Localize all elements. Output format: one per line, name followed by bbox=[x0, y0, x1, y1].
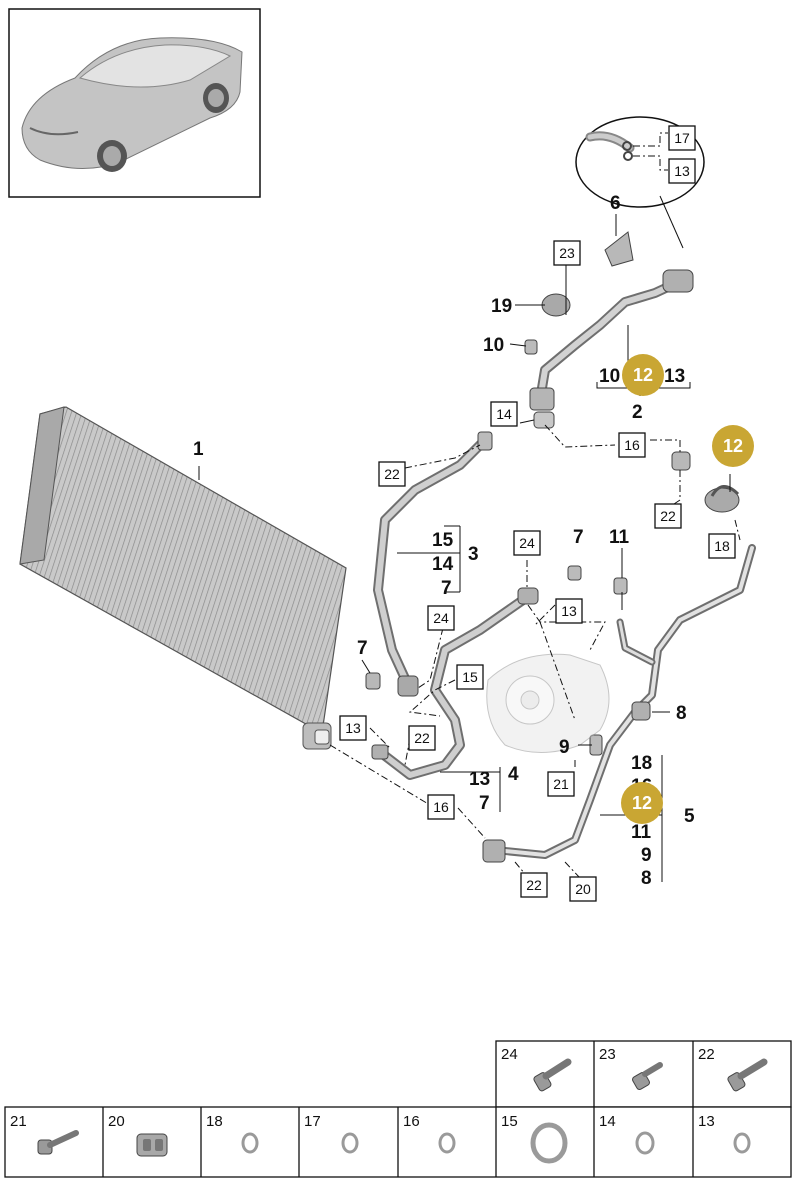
parts-cell-label: 22 bbox=[698, 1046, 715, 1063]
boxed-ref-13[interactable]: 13 bbox=[668, 158, 696, 184]
fittings bbox=[365, 231, 740, 863]
o-ring-icon bbox=[733, 1132, 751, 1154]
overview-box bbox=[8, 8, 261, 198]
boxed-ref-14[interactable]: 14 bbox=[490, 401, 518, 427]
parts-table: 24 23 22 21 20 18 17 16 15 14 13 bbox=[4, 1040, 792, 1178]
condenser bbox=[19, 406, 347, 750]
callout-5: 5 bbox=[684, 806, 695, 827]
group-5-item: 18 bbox=[631, 753, 652, 774]
parts-cell-label: 13 bbox=[698, 1113, 715, 1130]
group-4-item: 7 bbox=[479, 793, 490, 814]
boxed-ref-22[interactable]: 22 bbox=[520, 872, 548, 898]
long-bolt-icon bbox=[37, 1130, 79, 1155]
leader-lines bbox=[198, 214, 741, 882]
parts-cell-label: 23 bbox=[599, 1046, 616, 1063]
large-o-ring-icon bbox=[530, 1122, 568, 1164]
group-2-item: 10 bbox=[599, 366, 620, 387]
callout-6: 6 bbox=[610, 193, 621, 214]
boxed-ref-24[interactable]: 24 bbox=[513, 530, 541, 556]
group-3-item: 14 bbox=[432, 554, 454, 575]
group-4-item: 13 bbox=[469, 769, 490, 790]
short-bolt-icon bbox=[632, 1062, 663, 1090]
clip-icon bbox=[136, 1133, 168, 1157]
boxed-ref-22[interactable]: 22 bbox=[408, 725, 436, 751]
parts-cell-label: 14 bbox=[599, 1113, 616, 1130]
parts-cell-label: 17 bbox=[304, 1113, 321, 1130]
group-2-item: 13 bbox=[664, 366, 685, 387]
boxed-ref-label: 14 bbox=[496, 406, 512, 422]
boxed-ref-label: 16 bbox=[433, 799, 449, 815]
callout-19: 19 bbox=[491, 296, 512, 317]
boxed-ref-label: 13 bbox=[345, 720, 361, 736]
parts-cell-label: 18 bbox=[206, 1113, 223, 1130]
o-ring-icon bbox=[438, 1132, 456, 1154]
boxed-ref-label: 22 bbox=[526, 877, 542, 893]
boxed-ref-22[interactable]: 22 bbox=[378, 461, 406, 487]
o-ring-icon bbox=[635, 1131, 655, 1155]
highlight-12-group2[interactable]: 12 bbox=[622, 354, 664, 396]
callout-9: 9 bbox=[559, 737, 570, 758]
boxed-ref-22[interactable]: 22 bbox=[654, 503, 682, 529]
highlight-callouts: 12 12 12 bbox=[621, 354, 754, 824]
o-ring-icon bbox=[241, 1132, 259, 1154]
parts-cell-label: 21 bbox=[10, 1113, 27, 1130]
boxed-ref-13[interactable]: 13 bbox=[555, 598, 583, 624]
svg-text:12: 12 bbox=[723, 436, 743, 456]
parts-cell-label: 16 bbox=[403, 1113, 420, 1130]
callout-8: 8 bbox=[676, 703, 687, 724]
callout-11: 11 bbox=[609, 527, 630, 548]
boxed-ref-label: 21 bbox=[553, 776, 569, 792]
callout-10: 10 bbox=[483, 335, 504, 356]
parts-cell-label: 24 bbox=[501, 1046, 518, 1063]
parts-cell-label: 15 bbox=[501, 1113, 518, 1130]
boxed-ref-18[interactable]: 18 bbox=[708, 533, 736, 559]
boxed-ref-20[interactable]: 20 bbox=[569, 876, 597, 902]
boxed-ref-label: 17 bbox=[674, 130, 690, 146]
boxed-ref-label: 22 bbox=[384, 466, 400, 482]
boxed-ref-16[interactable]: 16 bbox=[618, 432, 646, 458]
boxed-ref-label: 23 bbox=[559, 245, 575, 261]
boxed-ref-15[interactable]: 15 bbox=[456, 664, 484, 690]
highlight-12-group5[interactable]: 12 bbox=[621, 782, 663, 824]
group-5-item: 9 bbox=[641, 845, 652, 866]
boxed-ref-label: 13 bbox=[561, 603, 577, 619]
bolt-icon bbox=[533, 1058, 572, 1092]
boxed-ref-23[interactable]: 23 bbox=[553, 240, 581, 266]
boxed-ref-label: 22 bbox=[414, 730, 430, 746]
compressor bbox=[486, 653, 610, 753]
boxed-ref-16[interactable]: 16 bbox=[427, 794, 455, 820]
callout-7-top: 7 bbox=[573, 527, 584, 548]
boxed-ref-13[interactable]: 13 bbox=[339, 715, 367, 741]
highlight-12-pressure-sensor[interactable]: 12 bbox=[712, 425, 754, 467]
callout-3: 3 bbox=[468, 544, 479, 565]
svg-text:12: 12 bbox=[633, 365, 653, 385]
boxed-ref-label: 13 bbox=[674, 163, 690, 179]
bolt-icon bbox=[727, 1058, 768, 1092]
boxed-ref-24[interactable]: 24 bbox=[427, 605, 455, 631]
boxed-ref-label: 16 bbox=[624, 437, 640, 453]
parts-cell-label: 20 bbox=[108, 1113, 125, 1130]
callout-1: 1 bbox=[193, 439, 204, 460]
boxed-ref-21[interactable]: 21 bbox=[547, 771, 575, 797]
boxed-ref-17[interactable]: 17 bbox=[668, 125, 696, 151]
group-5-item: 11 bbox=[631, 822, 652, 843]
boxed-ref-label: 15 bbox=[462, 669, 478, 685]
vehicle-illustration-icon bbox=[21, 37, 243, 172]
boxed-ref-label: 20 bbox=[575, 881, 591, 897]
callout-4: 4 bbox=[508, 764, 519, 785]
group-3-item: 7 bbox=[441, 578, 452, 599]
boxed-ref-label: 24 bbox=[433, 610, 449, 626]
boxed-ref-label: 22 bbox=[660, 508, 676, 524]
group-5-item: 8 bbox=[641, 868, 652, 889]
callout-2: 2 bbox=[632, 402, 643, 423]
svg-text:12: 12 bbox=[632, 793, 652, 813]
group-3-item: 15 bbox=[432, 530, 454, 551]
o-ring-icon bbox=[341, 1132, 359, 1154]
callout-7-left: 7 bbox=[357, 638, 368, 659]
boxed-ref-label: 24 bbox=[519, 535, 535, 551]
boxed-ref-label: 18 bbox=[714, 538, 730, 554]
